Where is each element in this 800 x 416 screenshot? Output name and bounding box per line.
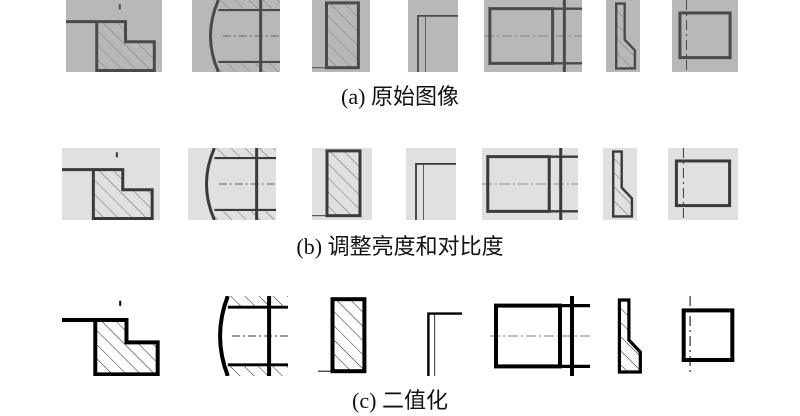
drawing-b6 xyxy=(611,150,634,218)
tile-b6 xyxy=(603,148,637,220)
tile-a5 xyxy=(484,0,582,72)
caption-b: (b) 调整亮度和对比度 xyxy=(296,234,504,259)
row-adjusted xyxy=(0,148,800,258)
tile-c1 xyxy=(62,296,166,376)
tile-b7 xyxy=(668,148,738,220)
tile-a7 xyxy=(672,0,738,72)
tile-b4 xyxy=(406,148,456,220)
tile-c5 xyxy=(490,296,590,376)
tile-c3 xyxy=(318,296,376,376)
drawing-b2 xyxy=(205,148,276,220)
tile-c2 xyxy=(202,296,288,376)
drawing-c7 xyxy=(681,296,735,376)
tile-a2 xyxy=(192,0,280,72)
drawing-b7 xyxy=(674,148,732,220)
drawing-a6 xyxy=(614,2,637,70)
tile-a1 xyxy=(66,0,162,72)
tile-a6 xyxy=(606,0,640,72)
tile-c6 xyxy=(608,296,646,376)
drawing-c4 xyxy=(427,312,462,376)
drawing-c6 xyxy=(617,298,642,374)
drawing-a3 xyxy=(312,1,360,70)
drawing-b3 xyxy=(312,149,362,218)
tile-a3 xyxy=(312,0,370,72)
caption-a: (a) 原始图像 xyxy=(341,84,459,109)
caption-c: (c) 二值化 xyxy=(352,388,448,413)
drawing-a7 xyxy=(678,0,732,72)
drawing-b4 xyxy=(415,162,456,220)
drawing-a2 xyxy=(209,0,280,72)
tile-c7 xyxy=(676,296,740,376)
tile-a4 xyxy=(408,0,458,72)
drawing-a4 xyxy=(417,14,458,72)
tile-c4 xyxy=(420,296,462,376)
drawing-a1 xyxy=(66,4,156,72)
row-binarized xyxy=(0,296,800,406)
drawing-b1 xyxy=(62,152,154,220)
tile-b1 xyxy=(62,148,160,220)
drawing-b5 xyxy=(482,148,578,220)
row-original xyxy=(0,0,800,110)
tile-b5 xyxy=(482,148,578,220)
tile-b3 xyxy=(312,148,372,220)
drawing-a5 xyxy=(484,0,582,72)
drawing-c1 xyxy=(62,300,160,376)
drawing-c2 xyxy=(218,296,288,376)
drawing-c3 xyxy=(318,297,367,374)
drawing-c5 xyxy=(490,296,590,376)
tile-b2 xyxy=(188,148,276,220)
